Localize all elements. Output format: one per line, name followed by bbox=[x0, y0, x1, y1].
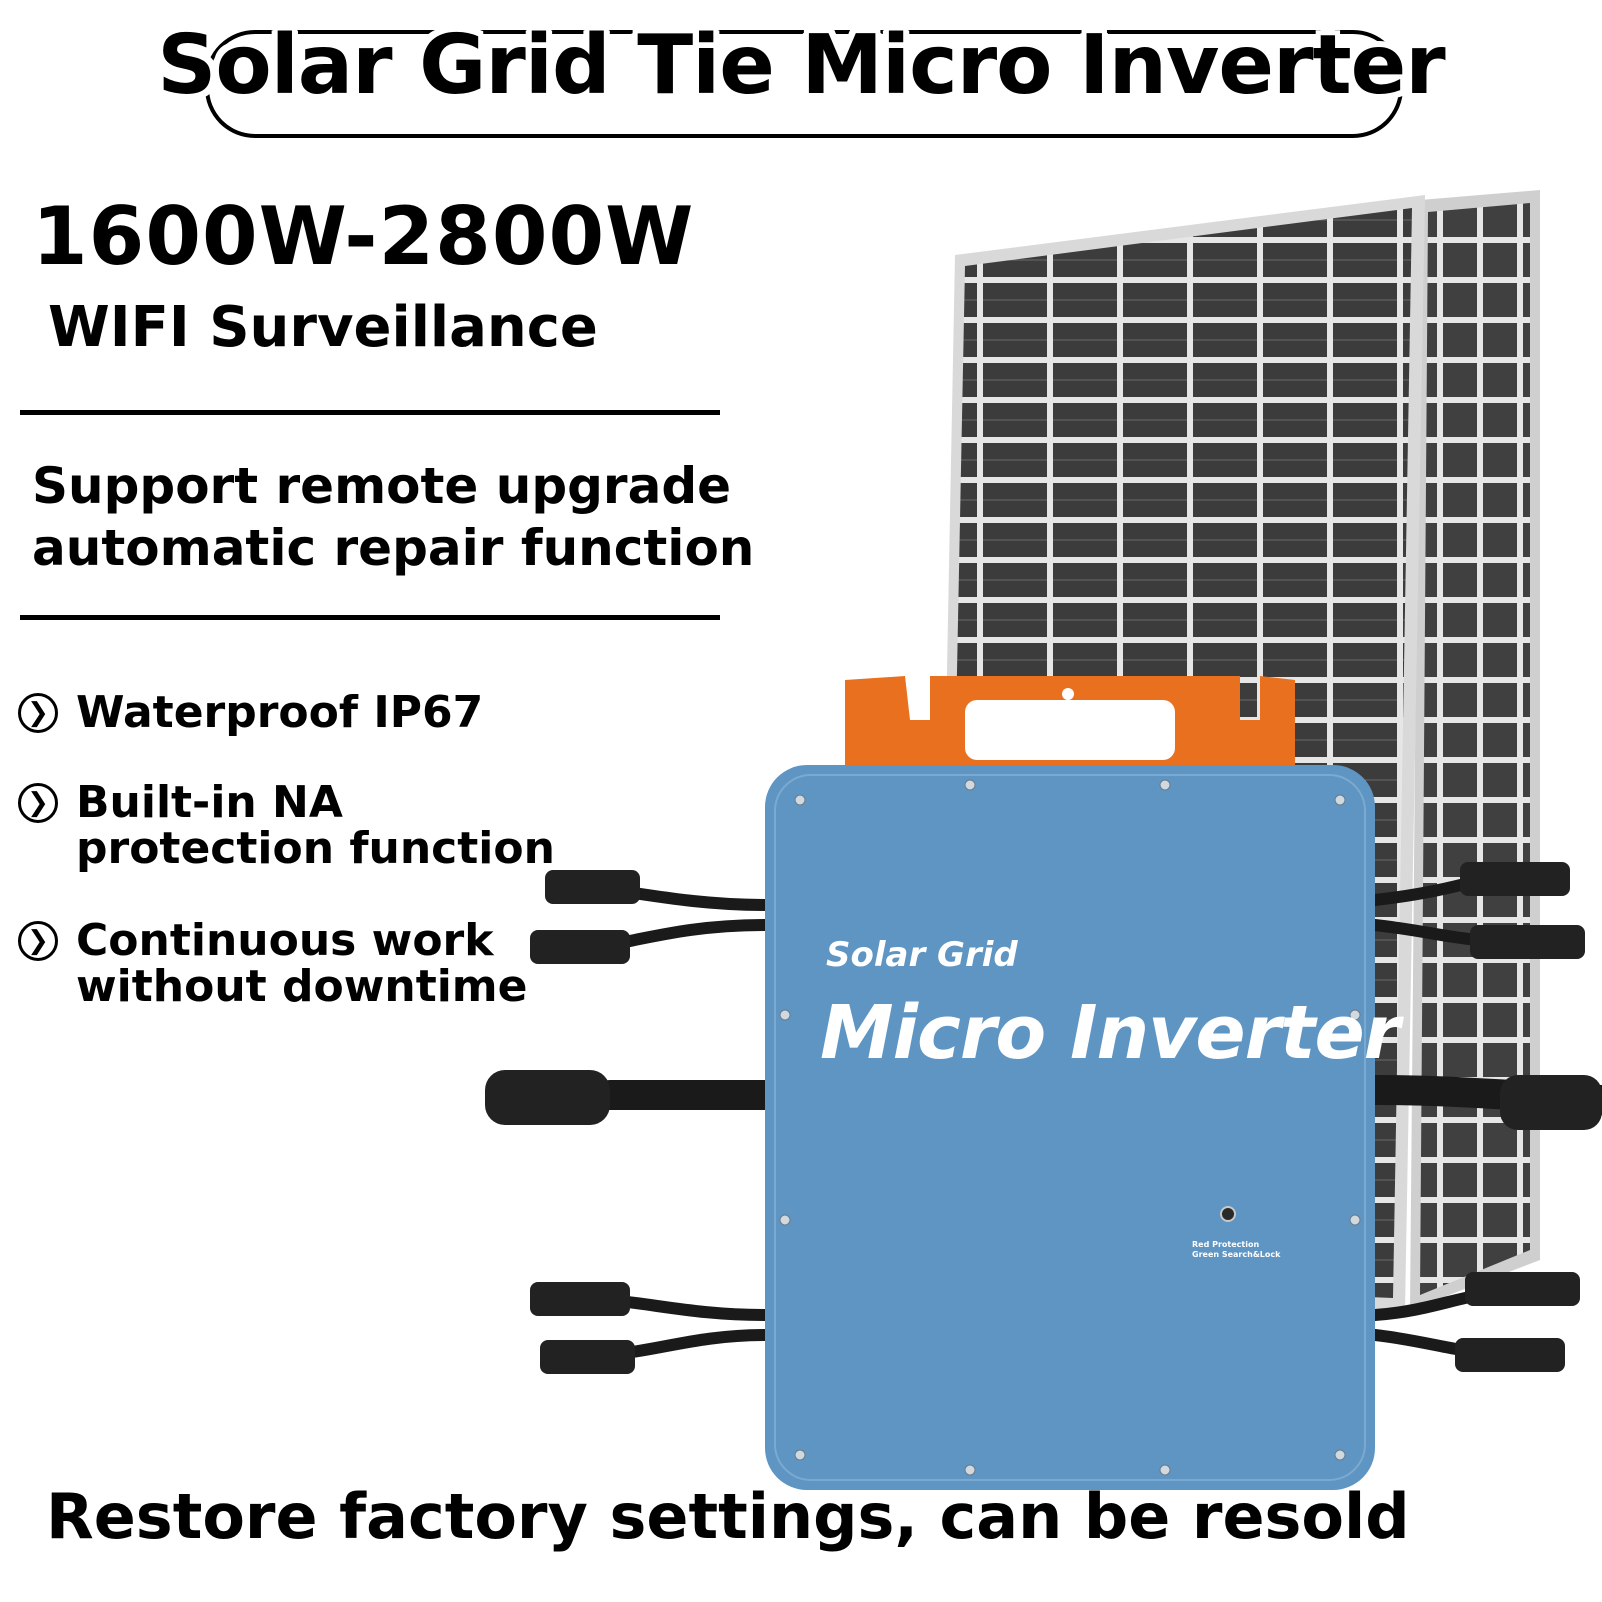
solar-panel-back bbox=[1410, 190, 1540, 1310]
chevron-right-icon: ❯ bbox=[18, 693, 58, 733]
inverter-body bbox=[765, 765, 1375, 1490]
wifi-surveillance-text: WIFI Surveillance bbox=[48, 295, 598, 360]
feature-label: Continuous work bbox=[76, 915, 494, 966]
device-label-small: Solar Grid bbox=[826, 935, 1018, 975]
led-legend-green: Green Search&Lock bbox=[1192, 1250, 1281, 1259]
feature-item-waterproof: ❯ Waterproof IP67 bbox=[18, 690, 483, 736]
divider-top bbox=[20, 410, 720, 415]
feature-label-2: protection function bbox=[76, 823, 555, 874]
connectors-right bbox=[1455, 862, 1602, 1372]
chevron-right-icon: ❯ bbox=[18, 783, 58, 823]
chevron-right-icon: ❯ bbox=[18, 921, 58, 961]
feature-item-continuous: ❯ Continuous work without downtime bbox=[18, 918, 528, 1010]
led-legend: Red Protection Green Search&Lock bbox=[1192, 1240, 1280, 1260]
power-range-heading: 1600W-2800W bbox=[32, 190, 695, 283]
support-text: Support remote upgrade automatic repair … bbox=[32, 455, 754, 579]
support-line-1: Support remote upgrade bbox=[32, 457, 732, 515]
feature-label: Built-in NA bbox=[76, 777, 343, 828]
page-title: Solar Grid Tie Micro Inverter bbox=[157, 18, 1445, 113]
mounting-bracket bbox=[845, 676, 1295, 770]
footer-text: Restore factory settings, can be resold bbox=[46, 1480, 1410, 1553]
led-legend-red: Red Protection bbox=[1192, 1240, 1260, 1249]
feature-label-2: without downtime bbox=[76, 961, 528, 1012]
status-led-icon bbox=[1220, 1206, 1236, 1222]
divider-bottom bbox=[20, 615, 720, 620]
connectors-left bbox=[485, 870, 640, 1374]
feature-item-na-protection: ❯ Built-in NA protection function bbox=[18, 780, 555, 872]
title-banner-outline bbox=[205, 30, 1403, 138]
device-label-large: Micro Inverter bbox=[820, 990, 1400, 1076]
support-line-2: automatic repair function bbox=[32, 519, 755, 577]
feature-label: Waterproof IP67 bbox=[76, 687, 484, 738]
